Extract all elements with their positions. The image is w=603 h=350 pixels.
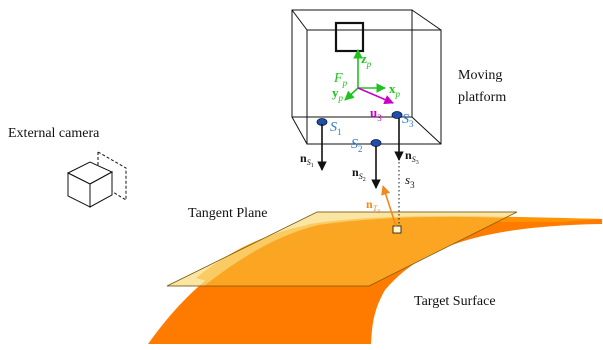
platform-frame: Fp zp xp yp u3: [332, 49, 401, 123]
tangent-plane-label: Tangent Plane: [188, 206, 268, 221]
nT3-arrow: [381, 185, 397, 227]
platform-front-face: [306, 29, 442, 145]
z-axis-label: zp: [361, 51, 372, 69]
target-surface-label: Target Surface: [414, 294, 496, 309]
sensor-s1-label: S1: [330, 120, 342, 137]
external-camera-icon: [66, 151, 127, 208]
platform-marker: [334, 21, 365, 53]
normal-s3-label: nS3: [405, 148, 419, 166]
moving-platform: [291, 9, 442, 145]
sensor-s3: S3 nS3: [391, 111, 419, 166]
frame-name-label: Fp: [333, 71, 348, 88]
intersection-point: [392, 225, 402, 234]
normal-s1-label: nS1: [300, 151, 314, 169]
normal-s2-label: nS2: [352, 165, 366, 183]
sensor-s1: S1 nS1: [300, 118, 342, 171]
moving-platform-label-line2: platform: [458, 90, 506, 105]
y-axis-arrow: [344, 87, 359, 101]
nT3-label: nT3: [366, 197, 380, 215]
platform-back-face: [291, 9, 413, 118]
u3-label: u3: [370, 105, 382, 123]
plane-surface-overlap: [204, 216, 505, 286]
sensor-s2: S2 nS2: [351, 137, 382, 189]
x-axis-label: xp: [389, 81, 401, 99]
y-axis-label: yp: [332, 85, 344, 103]
sensor-s2-label: S2: [351, 137, 363, 154]
tangent-plane-outline: [166, 211, 518, 287]
u3-arrow: [357, 87, 394, 105]
sensor-s3-label: S3: [402, 112, 414, 129]
moving-platform-label-line1: Moving: [458, 68, 502, 83]
s3-label: s3: [405, 172, 415, 190]
external-camera-label: External camera: [8, 126, 100, 141]
